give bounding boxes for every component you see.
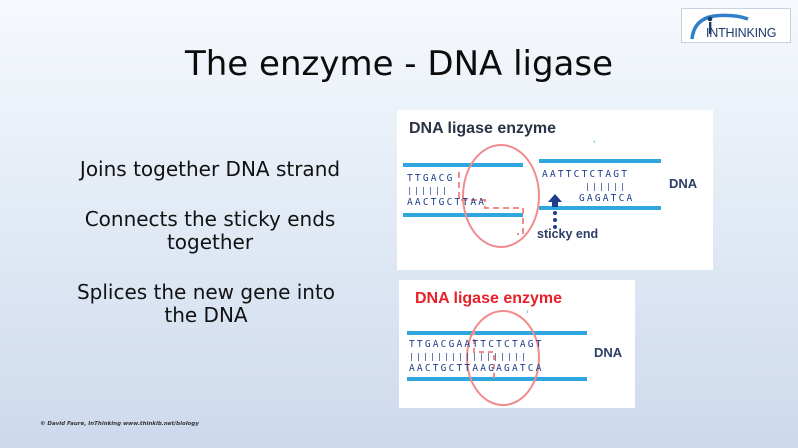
left-ticks: ||||||: [407, 186, 450, 195]
diagram-title: DNA ligase enzyme: [415, 290, 563, 307]
bullet-joins: Joins together DNA strand: [40, 158, 380, 181]
sticky-end-label: sticky end: [537, 227, 599, 241]
right-bottom-sequence: GAGATCA: [579, 193, 635, 204]
slide-title: The enzyme - DNA ligase: [184, 44, 614, 84]
bullet-line: together: [166, 230, 254, 254]
bullet-text: Joins together DNA strand: [79, 157, 341, 181]
strand-drawing: [407, 310, 587, 406]
ligase-circle: [462, 144, 540, 248]
joined-dash: [473, 330, 495, 382]
bullet-line: Splices the new gene into: [76, 280, 336, 304]
right-bottom-strand: [539, 206, 661, 210]
bottom-sequence: AACTGCTTAAGAGATCA: [409, 363, 544, 374]
ticks: |||||||||||||||||: [409, 352, 529, 361]
mark: ': [593, 140, 596, 150]
dna-label: DNA: [594, 345, 623, 360]
right-top-sequence: AATTCTCTAGT: [542, 169, 630, 180]
ligase-diagram-after: DNA ligase enzyme ' TTGACGAATTCTCTAGT ||…: [399, 280, 635, 408]
inthinking-logo: INTHINKING: [681, 8, 791, 43]
left-bottom-sequence: AACTGCTTAA: [407, 197, 487, 208]
top-sequence: TTGACGAATTCTCTAGT: [409, 339, 544, 350]
bullet-line: the DNA: [164, 303, 248, 327]
copyright-text: © David Faure, InThinking www.thinkib.ne…: [40, 421, 199, 427]
dna-label: DNA: [669, 176, 698, 191]
bullet-connects: Connects the sticky ends together: [40, 208, 380, 254]
mark: ': [526, 310, 529, 320]
person-figure-logo-icon: [690, 13, 749, 40]
strand-drawing: [403, 144, 661, 248]
top-strand: [407, 331, 587, 335]
logo-text: INTHINKING: [706, 26, 777, 40]
up-arrow-icon: [548, 194, 562, 229]
ligase-circle: [466, 310, 540, 406]
left-top-sequence: TTGACG: [407, 173, 455, 184]
bullet-splices: Splices the new gene into the DNA: [36, 281, 376, 327]
bullet-line: Connects the sticky ends: [84, 207, 336, 231]
ligase-diagram-before: DNA ligase enzyme ' TTGACG |||||| AACTGC…: [397, 110, 713, 270]
bottom-strand: [407, 377, 587, 381]
left-top-strand: [403, 163, 523, 167]
left-bottom-strand: [403, 213, 523, 217]
diagram-title: DNA ligase enzyme: [409, 120, 557, 137]
break-dash: [458, 172, 524, 235]
right-top-strand: [539, 159, 661, 163]
right-ticks: ||||||: [585, 182, 628, 191]
